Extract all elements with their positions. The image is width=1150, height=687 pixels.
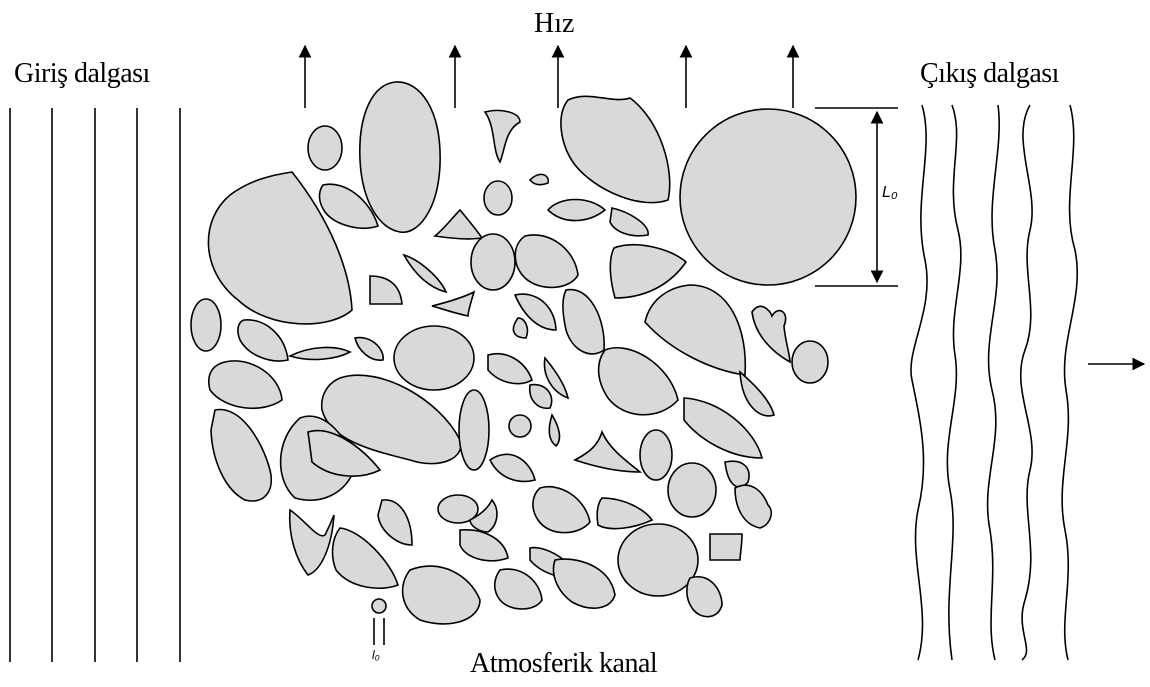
eddy [459,390,489,470]
eddy [490,454,535,481]
eddy [548,200,605,221]
eddy [471,234,515,290]
eddy [668,463,716,517]
eddy [618,524,698,596]
smallest-eddy [372,599,386,613]
eddy [640,430,672,480]
output-wave-line [947,105,961,660]
eddy [710,534,742,560]
eddy [549,415,559,446]
eddy [509,415,531,437]
largest-eddy [680,109,856,285]
eddy [792,341,828,383]
eddy [495,569,542,609]
output-wave-line [1062,105,1077,660]
input-wave-lines [10,108,180,662]
inner-scale-marker [374,618,384,645]
output-wave-line [988,105,1000,660]
eddy [610,208,648,236]
eddy [370,276,402,304]
eddy [530,174,548,184]
eddy [394,326,474,390]
outer-scale-label: L₀ [882,184,898,202]
eddy [488,354,532,384]
eddy [378,500,412,545]
inner-scale-label: l₀ [372,648,380,662]
output-wave-label: Çıkış dalgası [920,58,1059,90]
eddy [238,320,288,361]
velocity-label: Hız [534,8,574,40]
eddy [355,338,383,361]
output-wave-line [911,105,927,660]
output-wave-line [1021,105,1032,660]
eddy [597,498,652,529]
eddy [290,510,334,575]
eddy [687,577,722,617]
eddy [403,566,480,624]
eddy [735,485,771,528]
channel-label: Atmosferik kanal [470,648,657,680]
eddy [563,290,604,354]
eddy [432,292,474,316]
eddy [740,372,774,416]
eddy [308,126,342,170]
eddy [725,461,749,487]
eddy [752,306,790,362]
eddy [530,385,552,409]
eddy [211,410,271,501]
eddy [599,348,678,415]
eddy [435,210,482,239]
eddy [484,181,512,215]
eddy [333,528,398,588]
eddy [209,361,282,408]
eddy [533,487,590,533]
eddy [485,110,520,162]
eddy [554,559,615,608]
eddy [513,318,527,338]
output-wave-lines [911,105,1077,660]
turbulent-eddies [191,82,856,624]
eddy [404,255,446,292]
eddy [460,530,508,561]
input-wave-label: Giriş dalgası [14,58,150,90]
eddy [561,96,670,202]
eddy [360,82,440,232]
eddy [515,235,578,288]
eddy [684,398,762,458]
eddy [575,432,640,472]
eddy [191,299,221,351]
eddy [645,285,745,375]
eddy [290,347,350,359]
